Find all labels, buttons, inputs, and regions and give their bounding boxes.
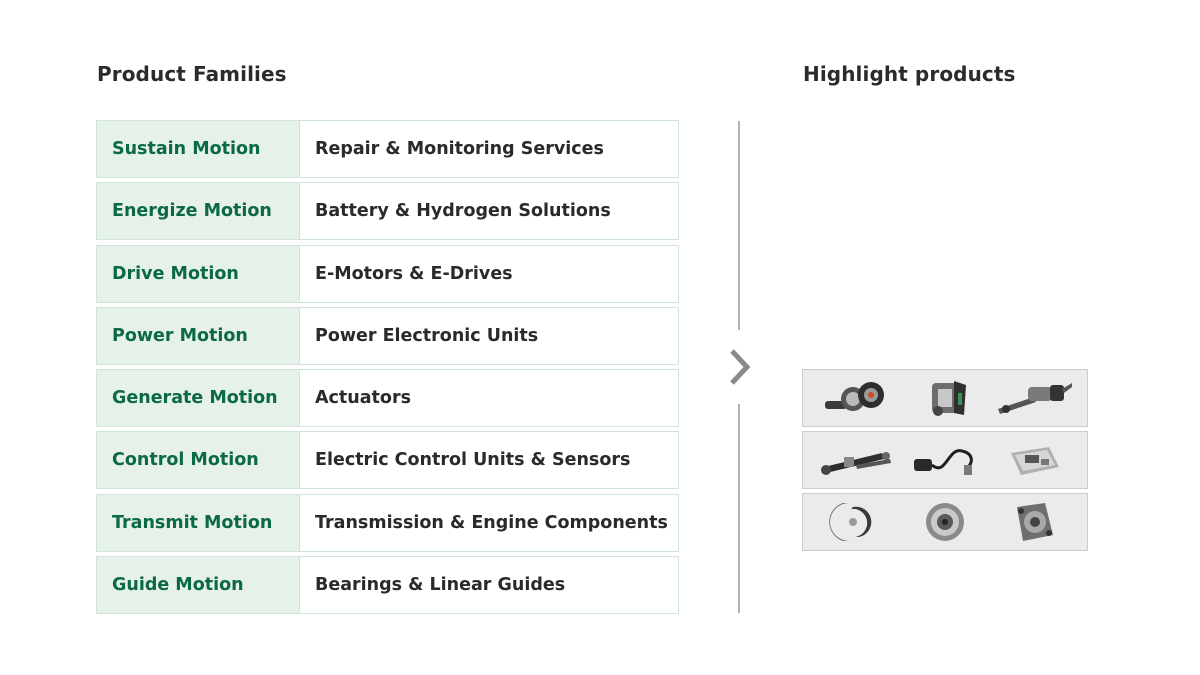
highlight-products-grid	[802, 369, 1088, 555]
e-motor-icon	[816, 373, 896, 423]
product-row	[802, 431, 1088, 489]
product-row	[802, 369, 1088, 427]
family-name: Guide Motion	[97, 557, 300, 614]
e-drive-unit-icon	[905, 373, 985, 423]
family-name: Sustain Motion	[97, 121, 300, 177]
family-row-transmit[interactable]: Transmit Motion Transmission & Engine Co…	[96, 493, 679, 552]
family-description: Electric Control Units & Sensors	[300, 432, 678, 489]
transmission-clutch-icon	[816, 497, 896, 547]
family-row-energize[interactable]: Energize Motion Battery & Hydrogen Solut…	[96, 182, 679, 241]
chevron-right-icon	[730, 349, 751, 385]
product-families-heading: Product Families	[97, 62, 287, 86]
family-row-sustain[interactable]: Sustain Motion Repair & Monitoring Servi…	[96, 120, 679, 178]
family-name: Drive Motion	[97, 245, 300, 302]
highlight-products-heading: Highlight products	[803, 62, 1016, 86]
family-row-drive[interactable]: Drive Motion E-Motors & E-Drives	[96, 244, 679, 303]
family-description: Power Electronic Units	[300, 307, 678, 364]
product-families-table: Sustain Motion Repair & Monitoring Servi…	[96, 120, 679, 618]
family-name: Generate Motion	[97, 370, 300, 427]
linear-actuator-icon	[816, 435, 896, 485]
family-description: E-Motors & E-Drives	[300, 245, 678, 302]
bearing-hub-icon	[905, 497, 985, 547]
family-name: Energize Motion	[97, 183, 300, 240]
family-row-power[interactable]: Power Motion Power Electronic Units	[96, 306, 679, 365]
family-name: Power Motion	[97, 307, 300, 364]
family-description: Repair & Monitoring Services	[300, 121, 678, 177]
family-row-generate[interactable]: Generate Motion Actuators	[96, 369, 679, 428]
family-description: Actuators	[300, 370, 678, 427]
family-row-control[interactable]: Control Motion Electric Control Units & …	[96, 431, 679, 490]
wheel-bearing-icon	[994, 497, 1074, 547]
product-row	[802, 493, 1088, 551]
family-name: Transmit Motion	[97, 494, 300, 551]
family-name: Control Motion	[97, 432, 300, 489]
sensor-cable-icon	[905, 435, 985, 485]
family-description: Transmission & Engine Components	[300, 494, 678, 551]
vertical-divider-top	[738, 121, 740, 330]
family-description: Battery & Hydrogen Solutions	[300, 183, 678, 240]
steering-actuator-icon	[994, 373, 1074, 423]
control-unit-icon	[994, 435, 1074, 485]
vertical-divider-bottom	[738, 404, 740, 613]
family-description: Bearings & Linear Guides	[300, 557, 678, 614]
family-row-guide[interactable]: Guide Motion Bearings & Linear Guides	[96, 556, 679, 615]
